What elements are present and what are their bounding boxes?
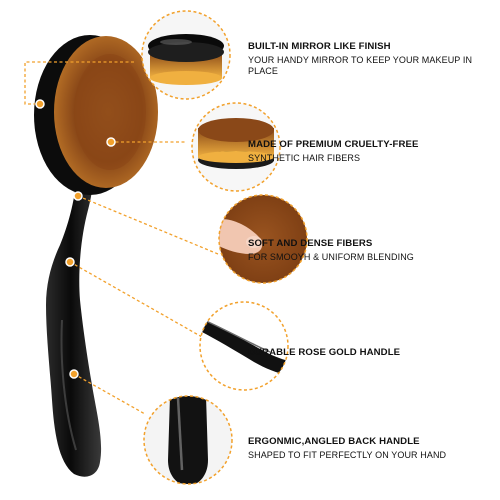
feature-description: YOUR HANDY MIRROR TO KEEP YOUR MAKEUP IN… — [248, 54, 473, 77]
feature-mirror-finish: BUILT-IN MIRROR LIKE FINISH YOUR HANDY M… — [248, 41, 496, 77]
detail-handle-neck — [199, 301, 289, 391]
feature-description: SHAPED TO FIT PERFECTLY ON YOUR HAND — [248, 449, 447, 460]
orange-dot-icon — [106, 137, 116, 147]
orange-dot-icon — [69, 369, 79, 379]
feature-title: BUILT-IN MIRROR LIKE FINISH — [248, 41, 391, 52]
feature-description: SYNTHETIC HAIR FIBERS — [248, 152, 361, 163]
detail-bristle-head — [191, 102, 281, 192]
feature-title: MADE OF PREMIUM CRUELTY-FREE — [248, 139, 419, 150]
orange-dot-icon — [65, 257, 75, 267]
feature-durable-handle: DURABLE ROSE GOLD HANDLE — [248, 347, 496, 359]
detail-mirror-back — [141, 10, 231, 100]
detail-soft-fibers — [218, 194, 308, 284]
feature-title: SOFT AND DENSE FIBERS — [248, 238, 373, 249]
brush-handle — [46, 170, 102, 477]
leader-lines — [24, 61, 219, 415]
detail-handle-end — [143, 395, 233, 485]
feature-title: ERGONMIC,ANGLED BACK HANDLE — [248, 436, 420, 447]
orange-dot-icon — [73, 191, 83, 201]
feature-title: DURABLE ROSE GOLD HANDLE — [248, 347, 401, 358]
feature-ergonomic-handle: ERGONMIC,ANGLED BACK HANDLE SHAPED TO FI… — [248, 436, 496, 461]
feature-cruelty-free: MADE OF PREMIUM CRUELTY-FREE SYNTHETIC H… — [248, 139, 496, 164]
orange-dot-icon — [35, 99, 45, 109]
feature-description: FOR SMOOYH & UNIFORM BLENDING — [248, 251, 414, 262]
feature-dense-fibers: SOFT AND DENSE FIBERS FOR SMOOYH & UNIFO… — [248, 238, 496, 263]
